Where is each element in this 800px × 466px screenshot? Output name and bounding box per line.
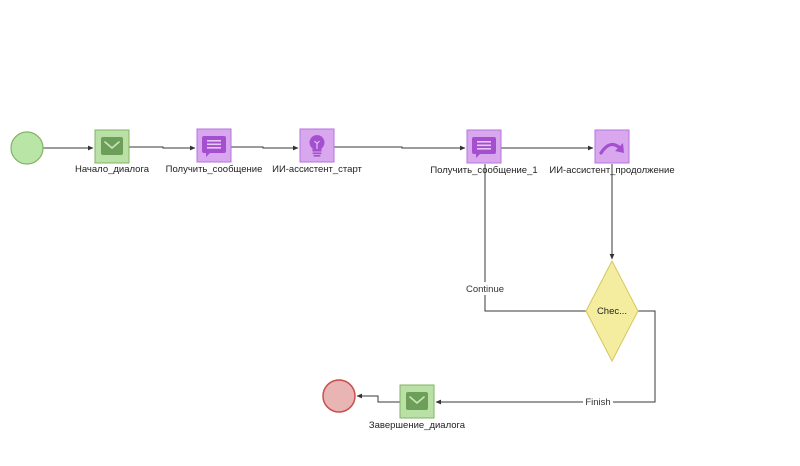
edge-check-continue[interactable]: [484, 164, 586, 312]
edge-ai-start-to-get-message-1[interactable]: [334, 145, 466, 151]
task-get-message[interactable]: Получить_сообщение: [166, 128, 263, 175]
end-event[interactable]: [322, 379, 356, 413]
task-ai-start[interactable]: ИИ-ассистент_старт: [272, 128, 363, 175]
task-label: Получить_сообщение: [166, 164, 263, 175]
edge-label-finish: Finish: [585, 397, 610, 408]
edge-check-finish[interactable]: [435, 310, 656, 405]
gateway-label: Chec...: [597, 306, 627, 317]
chat-bubble-icon: [202, 136, 226, 157]
task-label: ИИ-ассистент_старт: [272, 164, 362, 175]
edges: [43, 145, 656, 405]
task-get-message-1[interactable]: Получить_сообщение_1: [430, 129, 538, 176]
redo-arrow-icon: [599, 142, 624, 155]
edge-get-message-to-ai-start[interactable]: [231, 145, 299, 151]
task-label: Получить_сообщение_1: [430, 165, 537, 176]
task-label: Завершение_диалога: [369, 420, 466, 431]
edge-end-dialog-to-end[interactable]: [356, 393, 400, 403]
envelope-icon: [101, 137, 123, 155]
finish-label-bg: [583, 396, 613, 409]
task-end-dialog[interactable]: Завершение_диалога: [369, 384, 466, 431]
task-label: ИИ-ассистент_продолжение: [549, 165, 674, 176]
continue-label-bg: [463, 282, 507, 295]
task-ai-continue[interactable]: ИИ-ассистент_продолжение: [549, 129, 675, 176]
gateway-check[interactable]: Chec...: [585, 259, 639, 363]
edge-label-continue: Continue: [466, 284, 504, 295]
edge-start-dialog-to-get-message[interactable]: [129, 145, 196, 151]
envelope-icon: [406, 392, 428, 410]
start-event[interactable]: [10, 131, 44, 165]
chat-bubble-icon: [472, 137, 496, 158]
task-label: Начало_диалога: [75, 164, 150, 175]
task-start-dialog[interactable]: Начало_диалога: [75, 129, 150, 175]
lightbulb-icon: [309, 135, 325, 157]
